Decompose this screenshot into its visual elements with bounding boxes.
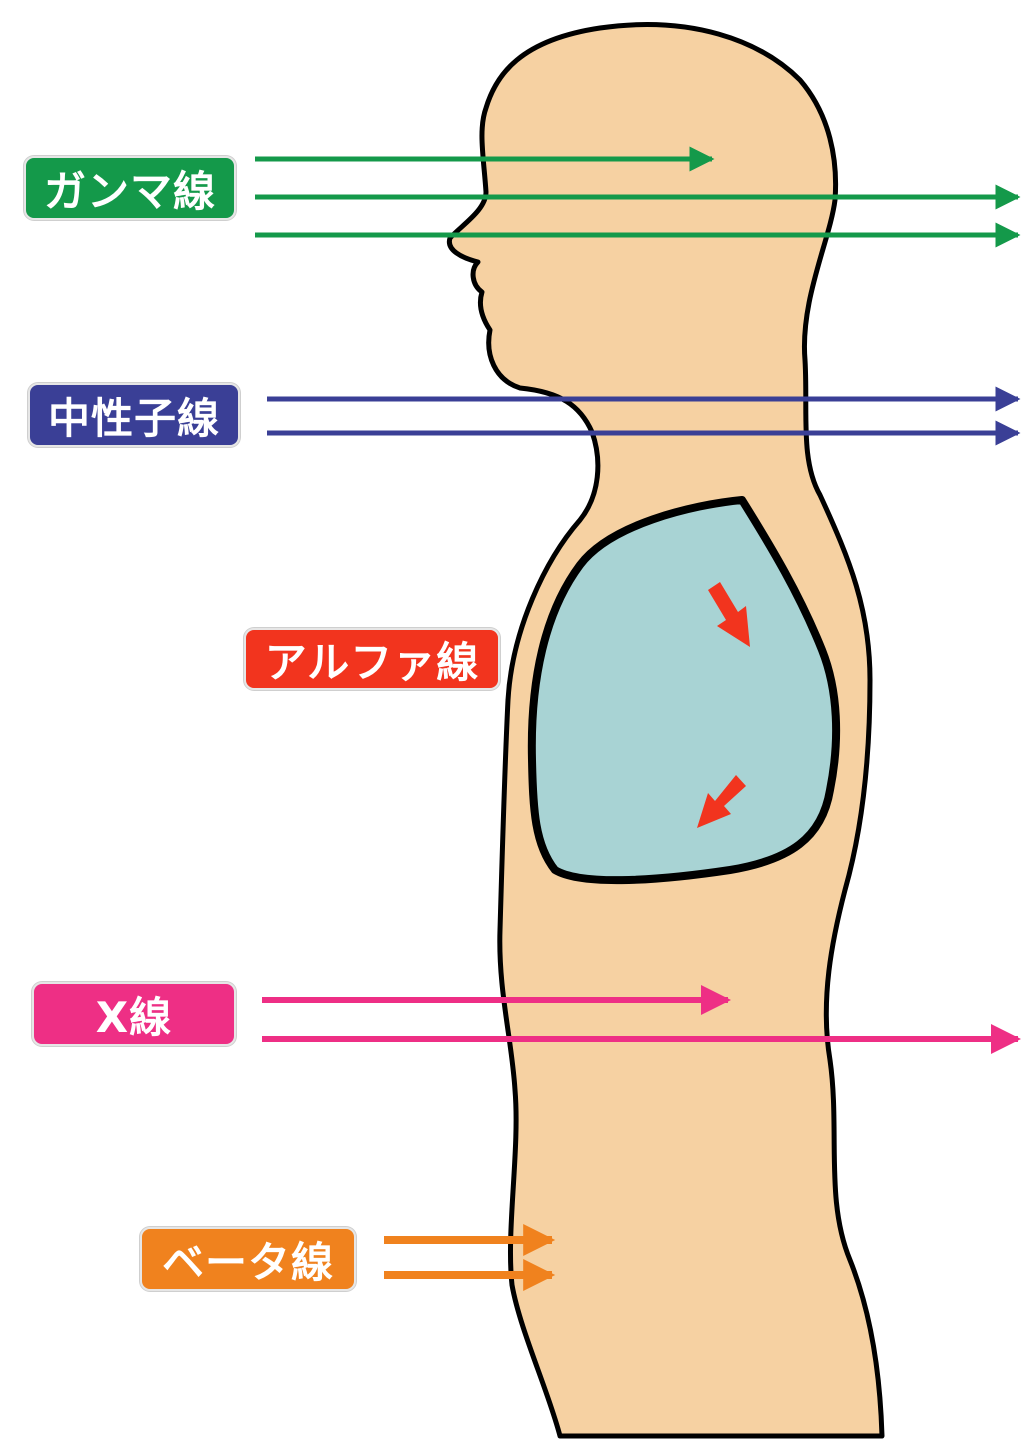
alpha-ray-label: アルファ線: [244, 628, 500, 690]
beta-ray-label: ベータ線: [140, 1227, 356, 1291]
gamma-ray-label: ガンマ線: [24, 156, 236, 220]
neutron-ray-label: 中性子線: [28, 383, 240, 447]
x-ray-label: X線: [32, 982, 236, 1046]
